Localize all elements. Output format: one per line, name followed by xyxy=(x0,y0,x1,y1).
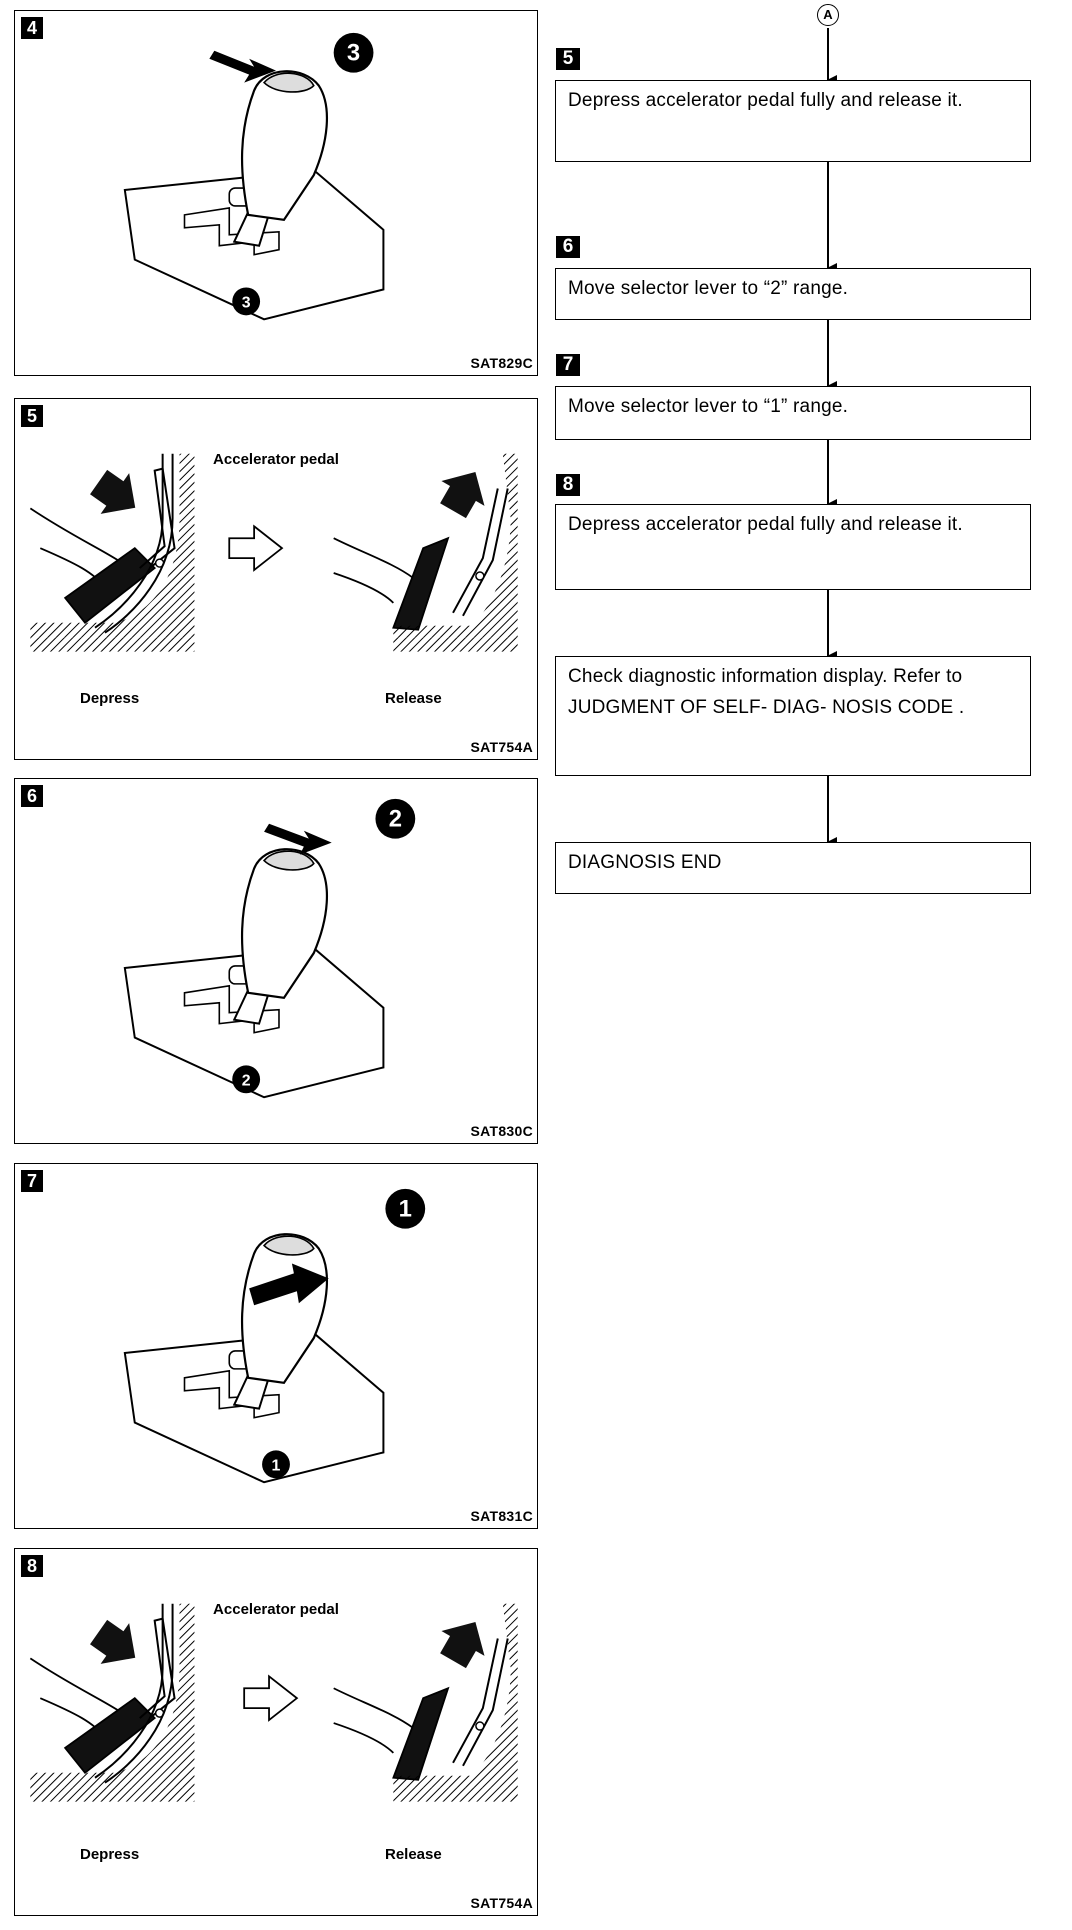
step-badge: 4 xyxy=(21,17,43,39)
selector-lever-illustration: 2 2 xyxy=(123,798,416,1099)
figure-panel-8: 8 Accelerator pedal Depress Release SAT7… xyxy=(14,1548,538,1916)
shift-marker-gate: 2 xyxy=(242,1072,251,1089)
selector-lever-illustration: 3 3 xyxy=(123,32,385,321)
figure-title: Accelerator pedal xyxy=(213,1601,339,1618)
flow-step-range-2: Move selector lever to “2” range. xyxy=(555,268,1031,320)
figure-code: SAT754A xyxy=(470,739,533,755)
figure-panel-7: 7 1 1 SAT831C xyxy=(14,1163,538,1529)
flow-badge-7: 7 xyxy=(556,354,580,376)
shift-marker-gate: 1 xyxy=(272,1457,281,1474)
figure-panel-6: 6 2 2 SAT830C xyxy=(14,778,538,1144)
flow-step-diagnosis-end: DIAGNOSIS END xyxy=(555,842,1031,894)
step-badge: 8 xyxy=(21,1555,43,1577)
flowchart-connectors xyxy=(827,28,837,847)
shift-marker-gate: 3 xyxy=(242,294,251,311)
selector-lever-illustration: 1 1 xyxy=(123,1188,426,1484)
shift-marker-top: 1 xyxy=(399,1196,412,1223)
caption-depress: Depress xyxy=(80,1846,140,1863)
flow-step-check-display: Check diagnostic information display. Re… xyxy=(555,656,1031,776)
figure-code: SAT754A xyxy=(470,1895,533,1911)
figure-title: Accelerator pedal xyxy=(213,451,339,468)
accelerator-pedal-illustration xyxy=(29,452,519,653)
flow-badge-5: 5 xyxy=(556,48,580,70)
step-badge: 5 xyxy=(21,405,43,427)
figure-panel-4: 4 3 3 SAT829C xyxy=(14,10,538,376)
caption-release: Release xyxy=(385,1846,442,1863)
caption-release: Release xyxy=(385,690,442,707)
figure-code: SAT831C xyxy=(470,1508,533,1524)
flow-step-depress-2: Depress accelerator pedal fully and rele… xyxy=(555,504,1031,590)
flow-step-depress-1: Depress accelerator pedal fully and rele… xyxy=(555,80,1031,162)
figure-panel-5: 5 Accelerator pedal Depress Release SAT7… xyxy=(14,398,538,760)
step-badge: 6 xyxy=(21,785,43,807)
flow-badge-6: 6 xyxy=(556,236,580,258)
shift-marker-top: 3 xyxy=(347,40,360,67)
connector-a: A xyxy=(817,4,839,26)
shift-marker-top: 2 xyxy=(389,806,402,833)
figure-code: SAT829C xyxy=(470,355,533,371)
step-badge: 7 xyxy=(21,1170,43,1192)
accelerator-pedal-illustration xyxy=(29,1602,519,1803)
flow-badge-8: 8 xyxy=(556,474,580,496)
figure-code: SAT830C xyxy=(470,1123,533,1139)
caption-depress: Depress xyxy=(80,690,140,707)
flow-step-range-1: Move selector lever to “1” range. xyxy=(555,386,1031,440)
